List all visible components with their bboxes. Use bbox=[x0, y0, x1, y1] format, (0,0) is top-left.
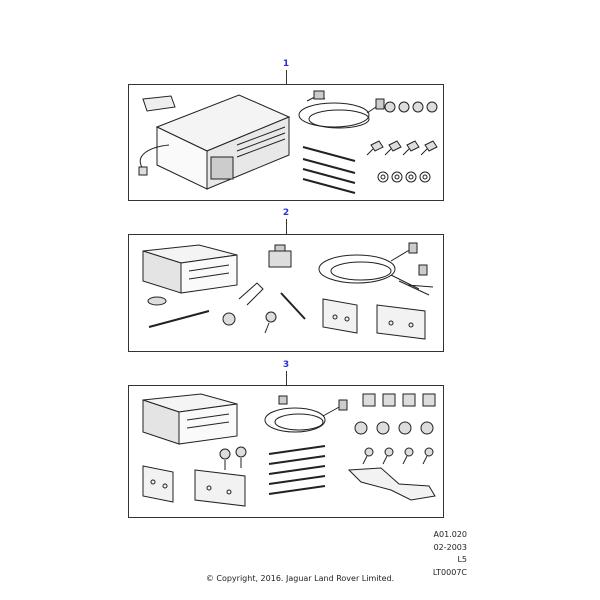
washer bbox=[147, 296, 167, 306]
mounting-bracket-center bbox=[194, 469, 246, 507]
mounting-bracket-left bbox=[142, 465, 174, 503]
bolts-row bbox=[366, 140, 438, 156]
flange-nuts-row bbox=[354, 421, 434, 435]
reference-code: A01.020 bbox=[433, 530, 467, 539]
callout-2[interactable]: 2 bbox=[282, 208, 290, 218]
clip-nuts-row bbox=[362, 393, 436, 407]
bolts-pair bbox=[219, 446, 247, 470]
connector-block bbox=[268, 244, 292, 268]
screws-row bbox=[362, 447, 434, 465]
pin bbox=[280, 292, 306, 320]
washers-row bbox=[377, 171, 431, 183]
mounting-bracket-right bbox=[376, 304, 426, 340]
reference-block: A01.020 02-2003 L5 LT0007C bbox=[433, 529, 467, 579]
nut bbox=[222, 312, 236, 326]
screw bbox=[264, 311, 277, 334]
unit-cable bbox=[138, 144, 170, 176]
kit-panel-3 bbox=[128, 385, 444, 518]
callout-1[interactable]: 1 bbox=[282, 59, 290, 69]
cd-changer-unit bbox=[142, 244, 238, 294]
kit-panel-2 bbox=[128, 234, 444, 352]
cd-changer-unit bbox=[155, 94, 291, 190]
copyright-notice: © Copyright, 2016. Jaguar Land Rover Lim… bbox=[205, 574, 395, 583]
leader-line-2 bbox=[286, 219, 287, 234]
wiring-harness bbox=[264, 395, 348, 433]
reference-level: L5 bbox=[457, 555, 467, 564]
leader-line-1 bbox=[286, 70, 287, 84]
mounting-bracket-left bbox=[322, 298, 358, 334]
cable-ties bbox=[268, 445, 326, 495]
cable-ties bbox=[302, 146, 356, 194]
callout-3[interactable]: 3 bbox=[282, 360, 290, 370]
reference-date: 02-2003 bbox=[433, 542, 467, 552]
nuts-row bbox=[384, 101, 438, 113]
wiring-harness bbox=[318, 242, 434, 296]
illustration-number: LT0007C bbox=[432, 567, 467, 577]
leader-line-3 bbox=[286, 371, 287, 385]
cd-changer-unit bbox=[142, 393, 238, 445]
remote-control bbox=[142, 95, 176, 112]
support-bracket bbox=[347, 467, 436, 501]
u-clip bbox=[238, 282, 264, 306]
wiring-harness bbox=[298, 90, 385, 129]
cable-tie bbox=[148, 310, 210, 328]
kit-panel-1 bbox=[128, 84, 444, 201]
